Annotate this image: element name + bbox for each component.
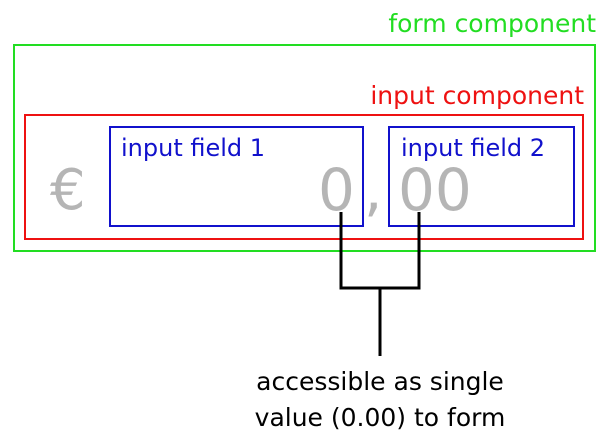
integer-value: 0 [318,156,355,224]
caption: accessible as single value (0.00) to for… [200,364,560,436]
bracket-line [339,212,421,290]
input-component-box [24,114,584,240]
input-component-label: input component [370,81,584,110]
form-component-box [13,44,596,252]
caption-line-1: accessible as single [256,367,504,396]
input-field-1-box [109,126,364,227]
fraction-value: 00 [398,156,472,224]
form-component-label: form component [388,9,596,38]
input-field-1-label: input field 1 [121,134,266,162]
input-field-2-box [388,126,575,227]
input-field-2-label: input field 2 [401,134,546,162]
decimal-separator: , [364,156,383,224]
caption-line-2: value (0.00) to form [254,403,506,432]
currency-symbol: € [50,158,86,223]
